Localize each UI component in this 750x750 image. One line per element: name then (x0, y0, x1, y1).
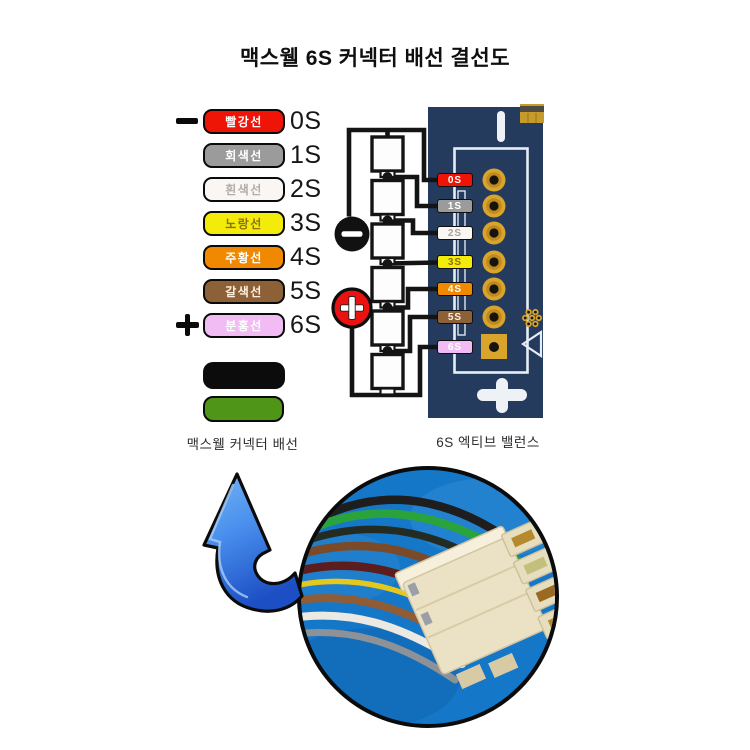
gold-edge-connector-icon (520, 104, 544, 123)
board-minus-mark (497, 111, 505, 142)
flower-pads-icon (522, 308, 542, 328)
legend-row-4s: 주황선 4S (176, 242, 322, 271)
black-wire-pill (203, 362, 285, 389)
cell-tag-label: 3S (290, 208, 322, 237)
legend-row-2s: 흰색선 2S (176, 174, 322, 203)
wire-color-pill: 주황선 (203, 244, 285, 270)
legend-row-3s: 노랑선 3S (176, 208, 322, 237)
page-title: 맥스웰 6S 커넥터 배선 결선도 (239, 47, 511, 70)
cell-tag-label: 6S (290, 310, 322, 339)
minus-icon (176, 108, 203, 134)
wire-color-pill: 분홍선 (203, 312, 285, 338)
cell-tag-label: 4S (290, 242, 322, 271)
board-pin-3s: 3S (437, 255, 473, 269)
positive-terminal-icon (331, 287, 373, 329)
green-wire-pill (203, 396, 284, 422)
cell-tag-label: 2S (290, 174, 322, 203)
wire-color-pill: 빨강선 (203, 108, 285, 134)
battery-cells (370, 135, 405, 396)
legend-row-0s: 빨강선 0S (176, 106, 322, 135)
board-pin-6s: 6S (437, 340, 473, 354)
legend-caption: 맥스웰 커넥터 배선 (186, 437, 299, 452)
wire-color-pill: 흰색선 (203, 176, 285, 202)
plus-icon (176, 312, 203, 338)
zoom-arrow-icon (202, 472, 304, 613)
wire-color-pill: 갈색선 (203, 278, 285, 304)
circuit-wires (346, 127, 439, 398)
cell-tag-label: 0S (290, 106, 322, 135)
board-silkscreen (453, 104, 544, 413)
triangle-mark-icon (521, 329, 543, 359)
legend-row-5s: 갈색선 5S (176, 276, 322, 305)
board-plus-mark (477, 378, 527, 413)
legend-row-6s: 분홍선 6S (176, 310, 322, 339)
connector-photo (202, 466, 559, 728)
legend-row-1s: 회색선 1S (176, 140, 322, 169)
board-pin-4s: 4S (437, 282, 473, 296)
battery-circuit-diagram (331, 127, 439, 398)
board-pin-2s: 2S (437, 226, 473, 240)
board-pin-0s: 0S (437, 173, 473, 187)
balancer-caption: 6S 엑티브 밸런스 (436, 435, 540, 450)
board-pin-5s: 5S (437, 310, 473, 324)
wire-color-pill: 회색선 (203, 142, 285, 168)
negative-terminal-icon (334, 216, 370, 252)
cell-tag-label: 1S (290, 140, 322, 169)
cell-tag-label: 5S (290, 276, 322, 305)
board-pin-1s: 1S (437, 199, 473, 213)
wire-color-pill: 노랑선 (203, 210, 285, 236)
solder-pads (481, 168, 507, 359)
